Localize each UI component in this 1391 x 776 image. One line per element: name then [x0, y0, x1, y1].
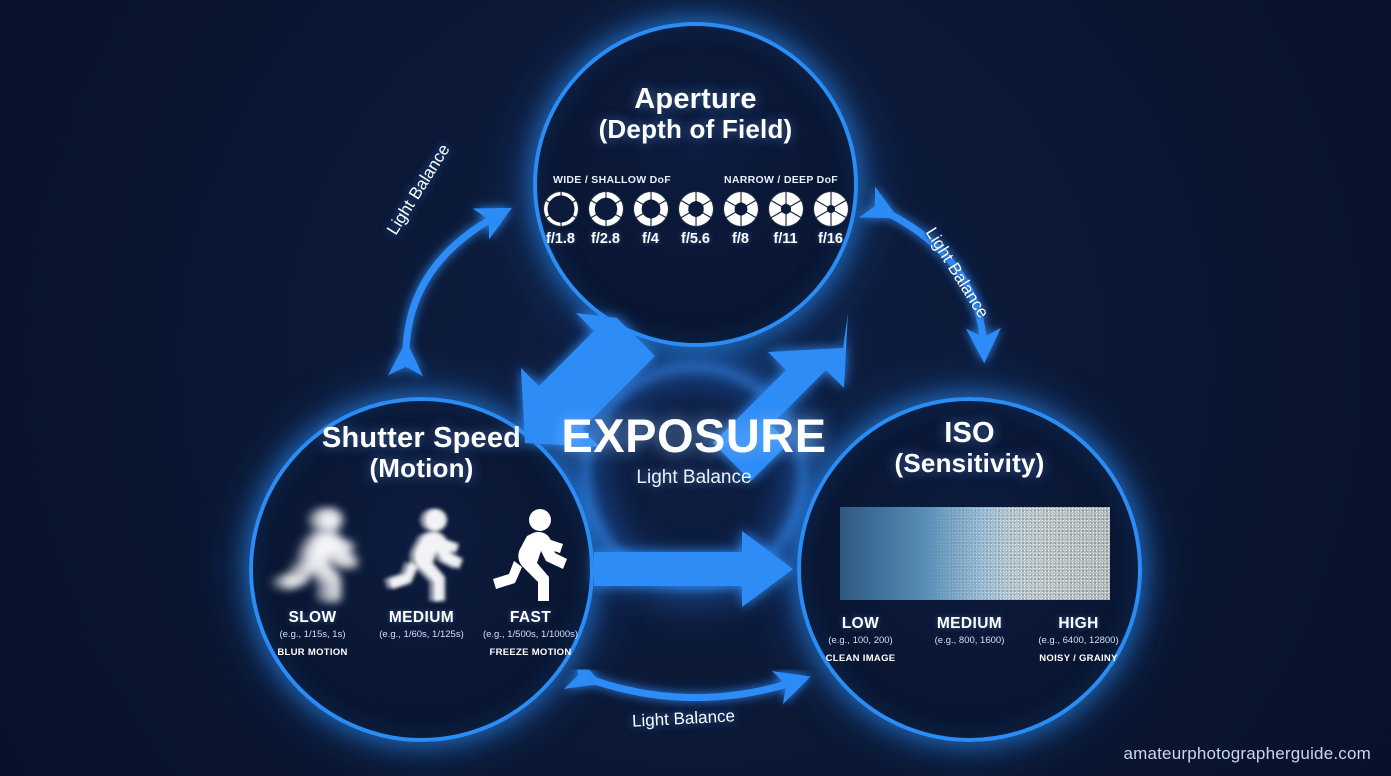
measure-name: LOW [841, 615, 880, 632]
measure-cell: SLOW (e.g., 1/15s, 1s) BLUR MOTION [263, 609, 362, 658]
measure-cell: MEDIUM(e.g., 1/60s, 1/125s)- [372, 609, 471, 658]
shutter-figure-row [267, 499, 576, 607]
aperture-range-headings: WIDE / SHALLOW DoF NARROW / DEEP DoF [545, 174, 846, 186]
aperture-stop-label: f/16 [818, 231, 843, 247]
measure-note: FREEZE MOTION [489, 647, 572, 658]
iso-heading: ISO (Sensitivity) [801, 418, 1138, 479]
arc-arrow-bottom [563, 655, 811, 705]
exposure-title: EXPOSURE [561, 409, 827, 462]
measure-cell: MEDIUM(e.g., 800, 1600)- [920, 615, 1019, 664]
aperture-icon [587, 190, 624, 228]
shutter-title: Shutter Speed [321, 422, 522, 454]
iso-label-row: LOW (e.g., 100, 200) CLEAN IMAGE MEDIUM (e.g… [811, 615, 1128, 664]
node-aperture[interactable]: Aperture (Depth of Field) WIDE / SHALLOW… [533, 22, 858, 347]
shutter-runner-figure [483, 503, 569, 607]
aperture-stop: f/5.6 [677, 190, 715, 247]
aperture-stop: f/4 [632, 190, 670, 247]
measure-cell: FAST (e.g., 1/500s, 1/1000s) FREEZE MOTION [481, 609, 580, 658]
aperture-icon [722, 190, 759, 228]
aperture-narrow-heading: NARROW / DEEP DoF [724, 174, 838, 186]
runner-icon [388, 509, 463, 601]
center-exposure-block: EXPOSURE Light Balance [560, 412, 828, 489]
runner-icon [284, 509, 359, 601]
measure-name: HIGH [1058, 615, 1099, 632]
measure-name: MEDIUM [388, 609, 455, 626]
aperture-icon [542, 190, 579, 228]
iso-noise-gradient-bar [840, 507, 1110, 600]
node-shutter-speed[interactable]: Shutter Speed (Motion) [249, 397, 594, 742]
aperture-stop-label: f/4 [642, 231, 659, 247]
aperture-stop-row: f/1.8 f/2.8 f/4 f/5.6 [542, 190, 849, 247]
aperture-stop-label: f/1.8 [545, 231, 575, 247]
aperture-stop-label: f/2.8 [590, 231, 620, 247]
watermark: amateurphotographerguide.com [1123, 744, 1371, 763]
aperture-heading: Aperture (Depth of Field) [537, 84, 854, 145]
aperture-stop-label: f/8 [732, 231, 749, 247]
aperture-icon [767, 190, 804, 228]
measure-name: MEDIUM [936, 615, 1003, 632]
measure-name: FAST [509, 609, 552, 626]
aperture-stop: f/16 [812, 190, 850, 247]
measure-example: (e.g., 100, 200) [828, 635, 893, 646]
measure-name: SLOW [288, 609, 337, 626]
aperture-subtitle: (Depth of Field) [598, 114, 793, 145]
aperture-title: Aperture [634, 83, 757, 115]
iso-subtitle: (Sensitivity) [894, 448, 1045, 479]
shutter-label-row: SLOW (e.g., 1/15s, 1s) BLUR MOTION MEDIUM (e… [263, 609, 580, 658]
arc-arrow-left [387, 207, 512, 377]
measure-cell: LOW (e.g., 100, 200) CLEAN IMAGE [811, 615, 910, 664]
measure-note: CLEAN IMAGE [825, 653, 896, 664]
aperture-stop: f/8 [722, 190, 760, 247]
shutter-runner-figure [271, 503, 361, 607]
iso-grain-overlay [840, 507, 1110, 600]
shutter-runner-figure [379, 503, 465, 607]
measure-example: (e.g., 1/60s, 1/125s) [379, 629, 464, 640]
aperture-icon [677, 190, 714, 228]
arc-arrow-right [858, 186, 1001, 364]
aperture-stop-label: f/11 [773, 231, 798, 247]
measure-example: (e.g., 800, 1600) [934, 635, 1005, 646]
aperture-icon [632, 190, 669, 228]
exposure-subtitle: Light Balance [636, 467, 752, 488]
measure-example: (e.g., 1/500s, 1/1000s) [482, 629, 579, 640]
node-iso[interactable]: ISO (Sensitivity) LOW (e.g., 100, 200) CLE… [797, 397, 1142, 742]
iso-title: ISO [944, 417, 995, 449]
shutter-heading: Shutter Speed (Motion) [253, 423, 590, 484]
measure-note: NOISY / GRAINY [1039, 653, 1118, 664]
runner-icon [492, 509, 567, 601]
measure-example: (e.g., 6400, 12800) [1038, 635, 1119, 646]
aperture-stop-label: f/5.6 [680, 231, 710, 247]
measure-note: BLUR MOTION [277, 647, 348, 658]
aperture-stop: f/2.8 [587, 190, 625, 247]
aperture-wide-heading: WIDE / SHALLOW DoF [553, 174, 671, 186]
aperture-icon [812, 190, 849, 228]
aperture-stop: f/11 [767, 190, 805, 247]
shutter-subtitle: (Motion) [369, 453, 474, 484]
measure-cell: HIGH (e.g., 6400, 12800) NOISY / GRAINY [1029, 615, 1128, 664]
measure-example: (e.g., 1/15s, 1s) [279, 629, 346, 640]
aperture-stop: f/1.8 [542, 190, 580, 247]
